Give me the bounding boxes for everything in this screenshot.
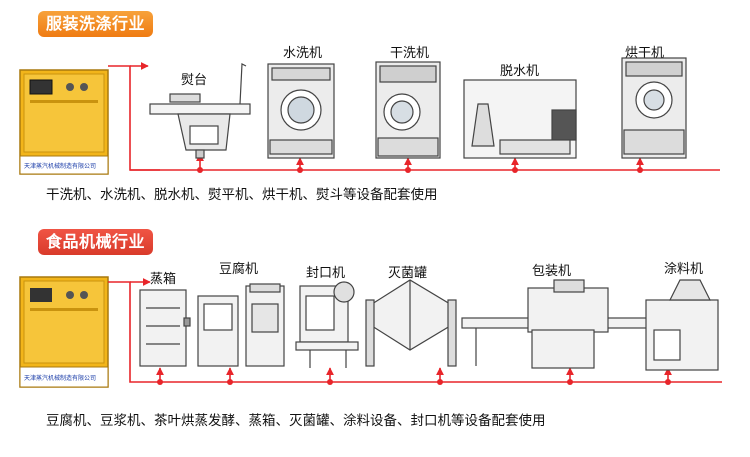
- food-caption: 豆腐机、豆浆机、茶叶烘蒸发酵、蒸箱、灭菌罐、涂料设备、封口机等设备配套使用: [46, 413, 546, 429]
- steam-generator-boiler-bottom: 天津蒸汽机械制造有限公司: [19, 276, 109, 388]
- dry-cleaner-label: 干洗机: [390, 46, 430, 61]
- svg-text:天津蒸汽机械制造有限公司: 天津蒸汽机械制造有限公司: [24, 162, 96, 170]
- svg-text:天津蒸汽机械制造有限公司: 天津蒸汽机械制造有限公司: [24, 374, 96, 382]
- ironing-table-label: 熨台: [181, 73, 208, 88]
- steam-cabinet-label: 蒸箱: [150, 272, 177, 287]
- coating-machine-label: 涂料机: [664, 262, 704, 277]
- coating-machine: [645, 279, 719, 371]
- food-industry-banner: 食品机械行业: [38, 229, 154, 255]
- tofu-machine-label: 豆腐机: [219, 262, 259, 277]
- steam-cabinet: [139, 289, 191, 367]
- sterilizer-label: 灭菌罐: [388, 266, 428, 281]
- dryer-machine: [621, 57, 687, 159]
- extractor-label: 脱水机: [500, 64, 540, 79]
- packaging-machine: [461, 279, 713, 369]
- packaging-machine-label: 包装机: [532, 264, 572, 279]
- ironing-table: [149, 63, 251, 159]
- dry-cleaning-machine: [375, 61, 441, 159]
- tofu-machine: [197, 283, 285, 367]
- laundry-caption: 干洗机、水洗机、脱水机、熨平机、烘干机、熨斗等设备配套使用: [46, 187, 438, 203]
- washer-label: 水洗机: [283, 46, 323, 61]
- laundry-industry-banner: 服装洗涤行业: [38, 11, 154, 37]
- extractor-machine: [463, 79, 577, 159]
- sealer-label: 封口机: [306, 266, 346, 281]
- steam-generator-boiler-top: 天津蒸汽机械制造有限公司: [19, 69, 109, 175]
- dryer-label: 烘干机: [625, 46, 665, 61]
- sterilization-tank: [365, 279, 457, 367]
- sealing-machine: [295, 281, 359, 368]
- washing-machine: [267, 63, 335, 159]
